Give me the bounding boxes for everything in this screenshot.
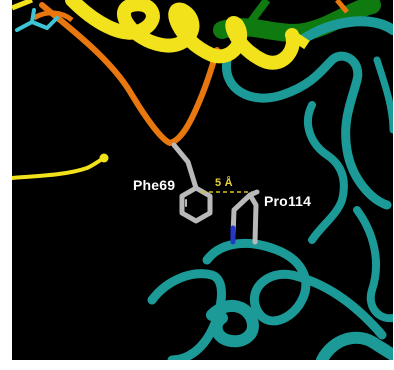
protein-structure-render (12, 0, 393, 360)
yellow-strand-top-left (12, 0, 33, 11)
teal-ribbon-lower-loop (202, 238, 387, 340)
teal-ribbon-mid (304, 101, 348, 244)
molecular-viewport[interactable]: Phe69 Pro114 5 Å (12, 0, 393, 360)
teal-ribbon-bottom-helix (206, 300, 259, 348)
yellow-helix-tail (289, 30, 310, 50)
yellow-helix (65, 0, 300, 70)
yellow-strand-end (99, 153, 109, 163)
yellow-strand-left (12, 156, 106, 180)
teal-ribbon-bottom-right (316, 331, 393, 360)
cyan-sticks (15, 8, 59, 32)
orange-stub-top-right (335, 0, 349, 14)
pro114-label: Pro114 (264, 193, 312, 209)
teal-ribbon-right-edge (373, 56, 393, 134)
phe69-sidechain (171, 142, 213, 224)
pro114-sidechain (230, 189, 260, 245)
distance-label: 5 Å (215, 177, 233, 189)
teal-strand-end (379, 343, 389, 353)
teal-ribbon-bottom (147, 269, 226, 360)
teal-ribbon-far-right (353, 206, 393, 323)
teal-ribbon-top (297, 16, 393, 45)
teal-ribbon-upper-loop (222, 51, 392, 210)
orange-loop-top (32, 10, 74, 23)
phe69-label: Phe69 (133, 177, 176, 193)
orange-loop (39, 2, 220, 147)
